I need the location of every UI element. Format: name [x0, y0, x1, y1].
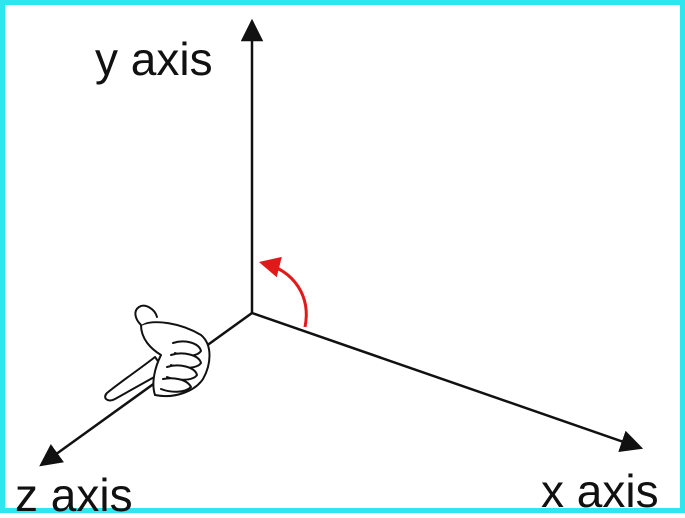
x-axis-label: x axis [541, 465, 659, 517]
rotation-arrow [258, 256, 308, 328]
y-axis-label: y axis [95, 33, 213, 85]
z-axis-label: z axis [15, 469, 133, 518]
z-axis-line [39, 311, 253, 467]
axes-diagram: y axis x axis z axis [15, 18, 659, 518]
x-axis-line [251, 311, 644, 452]
right-hand-rule-icon [104, 304, 211, 402]
